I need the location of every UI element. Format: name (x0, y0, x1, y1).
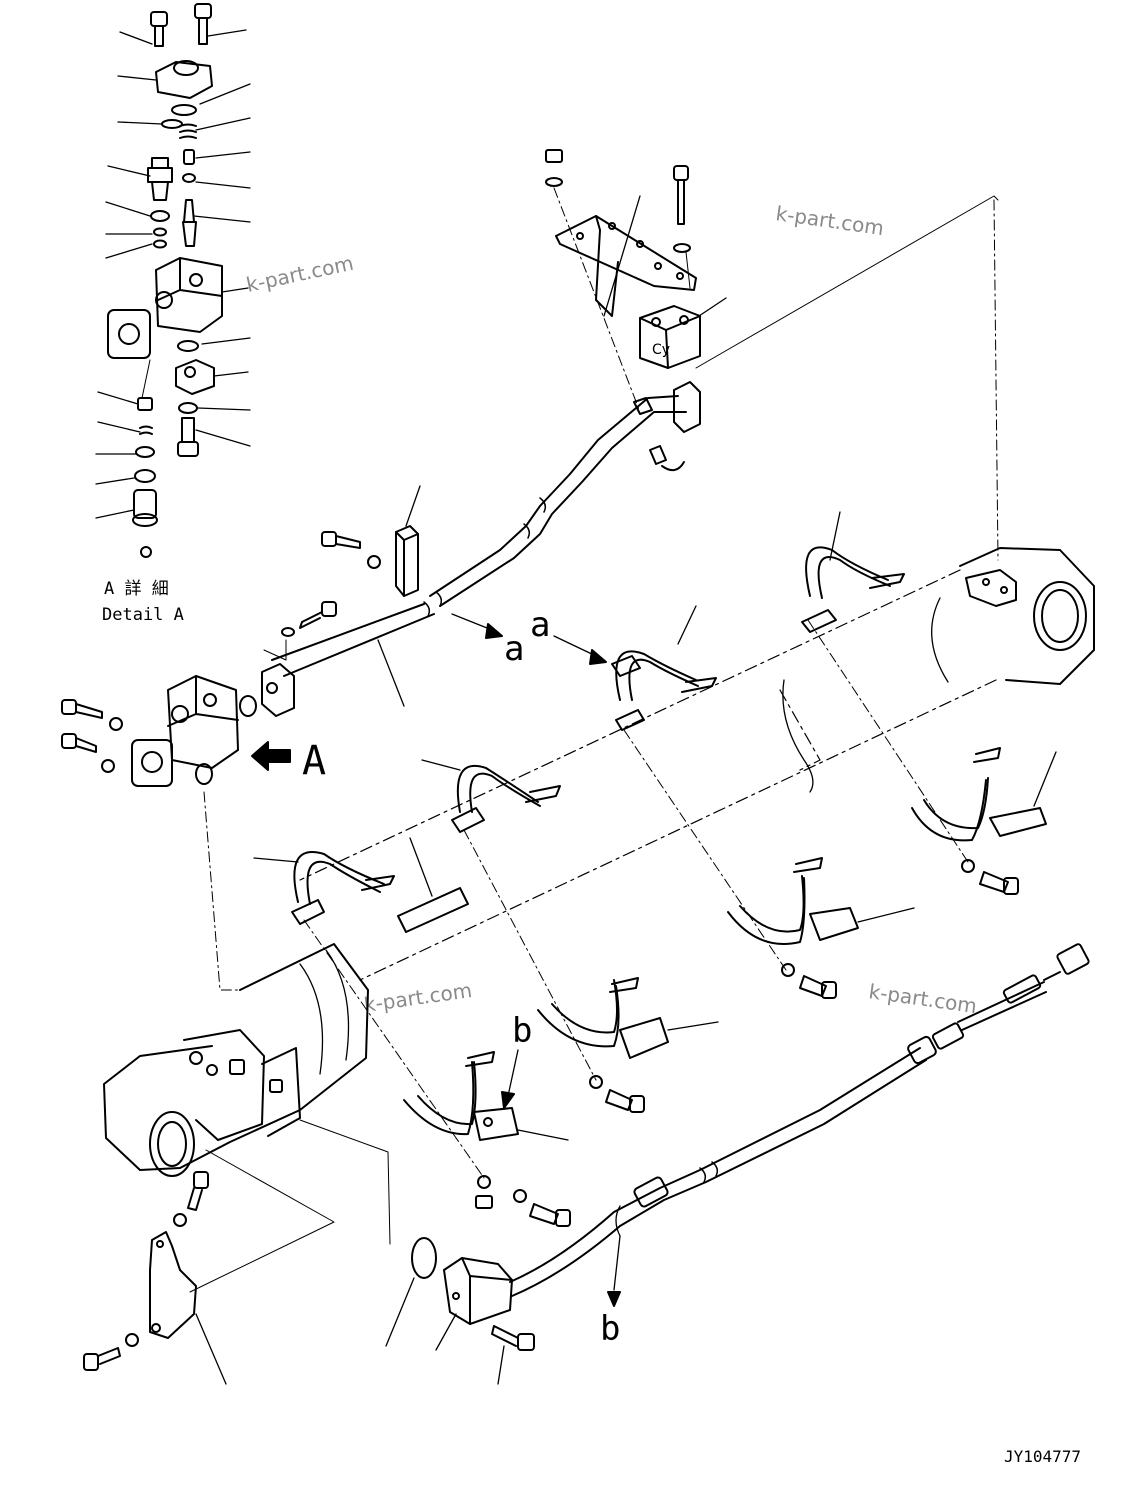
clamp-band-icon (403, 1051, 569, 1141)
bolt-icon (61, 699, 123, 773)
cut-arrow-icon (607, 1291, 621, 1307)
clamp-band-icon (421, 759, 561, 833)
clamp-band-icon (801, 511, 905, 633)
bolt-icon (475, 1175, 571, 1227)
hydraulic-cylinder (103, 547, 1095, 1177)
pipe-flange-icon (633, 381, 701, 472)
view-arrow-icon (251, 741, 291, 771)
watermarks: k-part.com k-part.com k-part.com k-part.… (244, 201, 978, 1018)
clamp-bands (253, 511, 1057, 1141)
watermark-text: k-part.com (867, 979, 978, 1018)
label-plate-icon (397, 837, 469, 933)
bolt-icon (263, 601, 337, 661)
cut-label: b (512, 1011, 532, 1051)
detail-title-jp: A 詳 細 (104, 579, 169, 599)
bolt-icon (589, 1075, 645, 1113)
bolt-icon (491, 1325, 535, 1385)
watermark-text: k-part.com (244, 251, 356, 297)
valve-body-icon (107, 257, 223, 359)
nut-icon (545, 149, 563, 187)
cable-connector-icon (633, 943, 1090, 1208)
bolt-icon (673, 165, 691, 253)
pipe-clamp-icon (395, 485, 421, 597)
clamp-band-icon (911, 747, 1057, 842)
clamp-band-icon (727, 857, 915, 945)
bolt-icon (781, 963, 837, 999)
clamp-band-icon (253, 851, 395, 925)
clamp-block-icon: Cy (639, 305, 701, 369)
bolt-icon (961, 859, 1019, 895)
guide-lines (189, 195, 999, 1293)
detail-title-en: Detail A (102, 605, 184, 625)
bolt-icon (83, 1333, 139, 1371)
detail-leader-lines (95, 31, 163, 519)
drawing-number: JY104777 (1004, 1447, 1081, 1466)
seal-stack-icon (161, 104, 197, 247)
view-arrow-label: A (302, 738, 326, 784)
leader-lines (603, 195, 727, 319)
watermark-text: k-part.com (774, 201, 885, 240)
svg-text:Cy: Cy (652, 342, 670, 358)
cut-markers: a a b b (451, 605, 620, 1349)
cut-arrow-icon (485, 623, 503, 639)
cut-label: b (600, 1309, 620, 1349)
cut-arrow-icon (501, 1091, 515, 1109)
bolt-icon (150, 3, 212, 47)
pipe-flange-icon (239, 663, 295, 717)
watermark-text: k-part.com (362, 978, 473, 1017)
center-lines (203, 199, 999, 1179)
cut-arrow-icon (589, 649, 607, 665)
sensor-cable (385, 943, 1090, 1385)
detail-leader-lines (193, 29, 251, 447)
cut-label: a (504, 629, 524, 669)
bolt-icon (173, 1171, 209, 1227)
valve-assembly: A (61, 675, 326, 787)
upper-bracket-assembly: Cy (545, 149, 727, 472)
cylinder-bracket-icon (149, 1231, 227, 1385)
valve-cartridge-icon (147, 157, 173, 249)
cap-block-icon (155, 60, 213, 99)
hydraulic-pipe-upper (239, 395, 687, 717)
detail-a-exploded-view: A 詳 細 Detail A (95, 3, 251, 625)
mounting-bracket-icon (555, 215, 697, 317)
clamp-band-icon (537, 977, 719, 1059)
bolt-icon (321, 531, 381, 569)
lower-parts-icon (132, 340, 215, 558)
cut-label: a (530, 605, 550, 645)
lower-fasteners (83, 859, 1019, 1371)
stroke-sensor-icon (443, 1257, 513, 1325)
clamp-band-icon (611, 605, 717, 731)
